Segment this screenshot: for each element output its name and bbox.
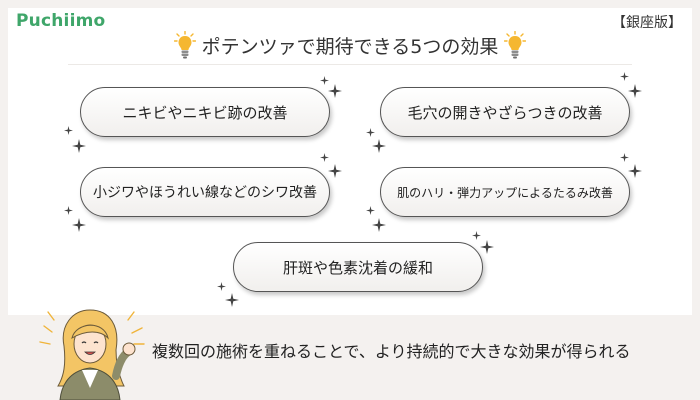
sparkle-icon xyxy=(320,153,329,162)
title-divider xyxy=(68,64,632,65)
summary-message: 複数回の施術を重ねることで、より持続的で大きな効果が得られる xyxy=(152,342,631,361)
sparkle-icon xyxy=(472,231,481,240)
edition-label: 【銀座版】 xyxy=(612,15,682,31)
sparkle-icon xyxy=(620,153,629,162)
lightbulb-icon xyxy=(504,31,527,59)
sparkle-icon xyxy=(217,282,226,291)
effect-pill-pigmentation: 肝斑や色素沈着の緩和 xyxy=(233,242,483,292)
sparkle-icon xyxy=(628,84,642,98)
sparkle-icon xyxy=(64,126,73,135)
lightbulb-icon xyxy=(173,31,196,59)
effect-pill-acne: ニキビやニキビ跡の改善 xyxy=(80,87,330,137)
person-illustration xyxy=(39,309,145,400)
effect-pill-sagging: 肌のハリ・弾力アップによるたるみ改善 xyxy=(380,167,630,217)
logo[interactable]: Puchiimo xyxy=(16,11,106,31)
sparkle-icon xyxy=(328,164,342,178)
title-row: ポテンツァで期待できる5つの効果 xyxy=(0,28,700,62)
sparkle-icon xyxy=(72,139,86,153)
sparkle-icon xyxy=(320,76,329,85)
sparkle-icon xyxy=(620,72,629,81)
sparkle-icon xyxy=(372,139,386,153)
effect-pill-wrinkles: 小ジワやほうれい線などのシワ改善 xyxy=(80,167,330,217)
sparkle-icon xyxy=(328,84,342,98)
sparkle-icon xyxy=(64,206,73,215)
sparkle-icon xyxy=(225,293,239,307)
sparkle-icon xyxy=(366,128,375,137)
sparkle-icon xyxy=(366,206,375,215)
sparkle-icon xyxy=(628,164,642,178)
sparkle-icon xyxy=(480,240,494,254)
effect-pill-pores: 毛穴の開きやざらつきの改善 xyxy=(380,87,630,137)
page-title: ポテンツァで期待できる5つの効果 xyxy=(201,35,499,58)
sparkle-icon xyxy=(372,218,386,232)
sparkle-icon xyxy=(72,218,86,232)
